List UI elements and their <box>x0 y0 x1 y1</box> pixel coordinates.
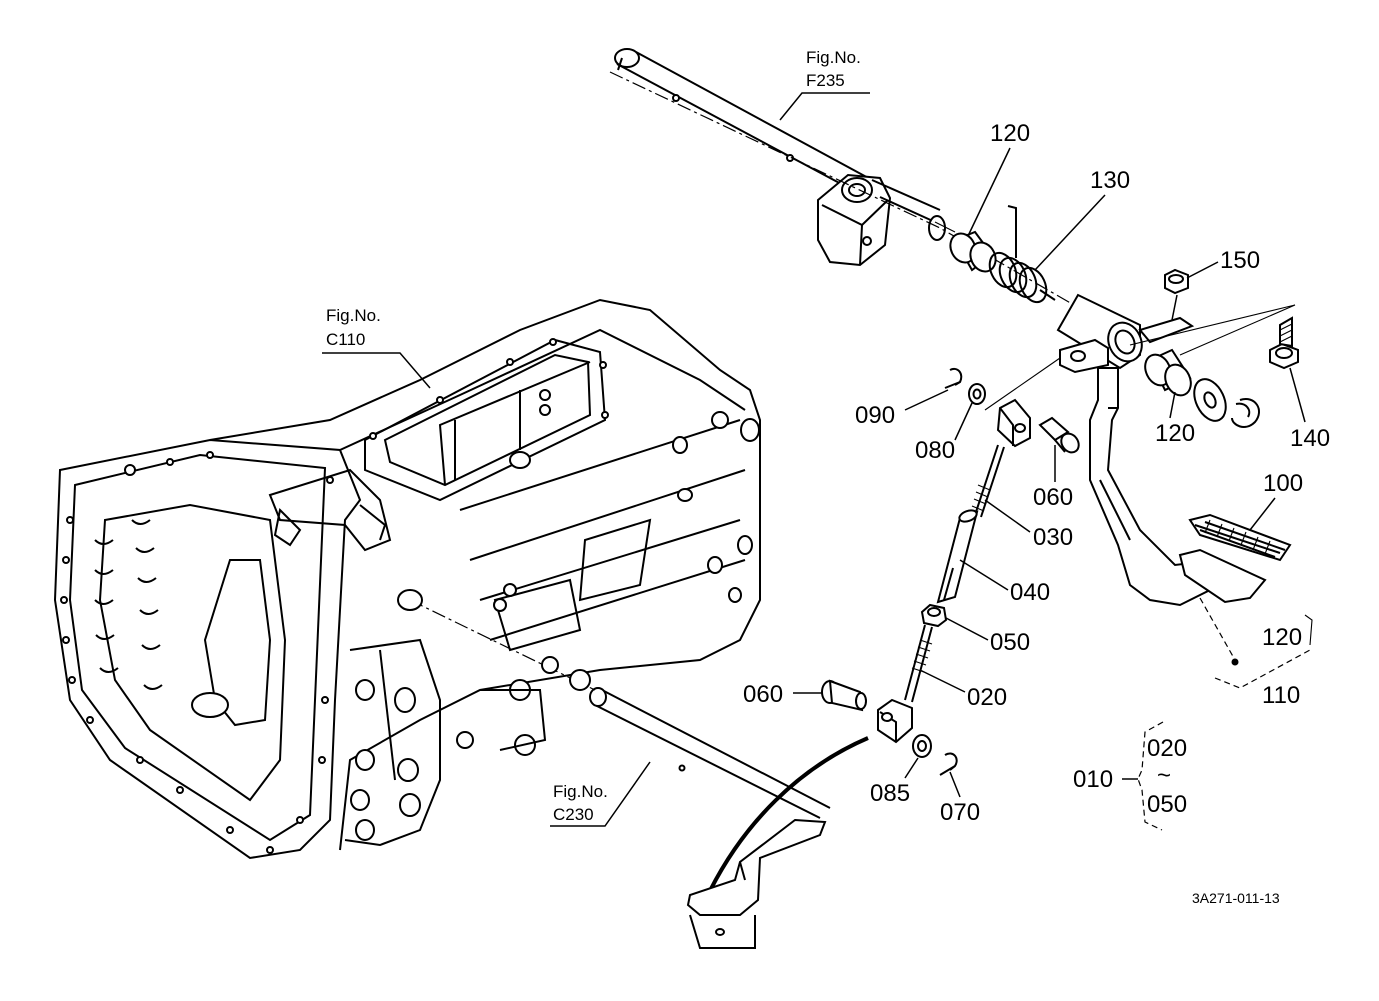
assembly-010-range-end: 050 <box>1147 791 1187 818</box>
callout-090-text: 090 <box>855 402 895 429</box>
callout-050-text: 050 <box>990 629 1030 656</box>
callout-040: 040 <box>959 559 1050 606</box>
lower-clevis <box>877 698 913 744</box>
callout-070: 070 <box>940 771 980 826</box>
callout-060-bottom: 060 <box>743 681 822 708</box>
callout-085-text: 085 <box>870 780 910 807</box>
release-shaft-and-arm <box>589 687 831 949</box>
turnbuckle-part-040 <box>936 509 979 604</box>
callout-120-mid: 120 <box>1155 391 1195 447</box>
callout-140-text: 140 <box>1290 425 1330 452</box>
callout-100-text: 100 <box>1263 470 1303 497</box>
callout-140: 140 <box>1289 367 1330 452</box>
bushing-part-120-mid <box>1144 348 1192 397</box>
callout-070-text: 070 <box>940 799 980 826</box>
clevis-pin-part-060-bottom <box>821 679 867 712</box>
callout-150-text: 150 <box>1220 247 1260 274</box>
cotter-pin-part-070 <box>939 752 958 776</box>
lock-nut-part-050 <box>920 603 948 628</box>
assembly-010-range-mark: ~ <box>1157 762 1171 789</box>
figure-ref-c230-line2: C230 <box>553 805 594 824</box>
pedal-pad-part-100 <box>1178 513 1292 604</box>
figure-ref-f235: Fig.No. F235 <box>779 48 870 121</box>
callout-060-bottom-text: 060 <box>743 681 783 708</box>
callout-060-top-text: 060 <box>1033 484 1073 511</box>
callout-120-mid-text: 120 <box>1155 420 1195 447</box>
threaded-rod-part-030 <box>971 444 1005 518</box>
callout-150: 150 <box>1186 247 1260 279</box>
figure-ref-c230-line1: Fig.No. <box>553 782 608 801</box>
figure-ref-c110: Fig.No. C110 <box>322 306 431 389</box>
callout-110: 110 <box>1262 682 1300 709</box>
return-spring-part-130 <box>988 205 1056 304</box>
callout-030: 030 <box>984 499 1073 551</box>
washer-and-snap-ring <box>1193 378 1260 428</box>
callout-120-top: 120 <box>967 120 1030 237</box>
callout-130: 130 <box>1034 167 1130 271</box>
callout-120-top-text: 120 <box>990 120 1030 147</box>
callout-030-text: 030 <box>1033 524 1073 551</box>
washer-part-085 <box>912 734 932 758</box>
threaded-rod-part-020 <box>904 624 933 703</box>
figure-ref-f235-line2: F235 <box>806 71 845 90</box>
assembly-010-id: 010 <box>1073 766 1113 793</box>
callout-080: 080 <box>915 402 973 464</box>
callout-020-text: 020 <box>967 684 1007 711</box>
figure-ref-f235-line1: Fig.No. <box>806 48 861 67</box>
cotter-pin-part-090 <box>944 368 963 389</box>
callout-130-text: 130 <box>1090 167 1130 194</box>
callout-020: 020 <box>919 669 1007 711</box>
callout-085: 085 <box>870 757 919 807</box>
upper-clevis <box>996 398 1031 448</box>
callout-100: 100 <box>1249 470 1303 531</box>
transmission-case <box>53 298 761 860</box>
bushing-part-120-top <box>949 230 997 273</box>
cross-shaft <box>614 48 956 267</box>
callout-080-text: 080 <box>915 437 955 464</box>
callout-050: 050 <box>945 617 1030 656</box>
assembly-010-range-start: 020 <box>1147 735 1187 762</box>
clutch-release-link-line <box>698 736 869 913</box>
nut-part-150 <box>1164 268 1189 321</box>
callout-110-text: 110 <box>1262 682 1300 709</box>
assembly-010-range: 010 020 ~ 050 <box>1073 721 1187 831</box>
clevis-pin-part-060-top <box>1038 416 1080 454</box>
callout-120-right: 120 <box>1262 624 1302 651</box>
washer-part-080 <box>968 383 986 405</box>
callout-060-top: 060 <box>1033 445 1073 511</box>
figure-ref-c110-line1: Fig.No. <box>326 306 381 325</box>
callout-120-right-text: 120 <box>1262 624 1302 651</box>
drawing-code: 3A271-011-13 <box>1192 890 1280 906</box>
callout-040-text: 040 <box>1010 579 1050 606</box>
bolt-part-140 <box>1269 316 1299 370</box>
figure-ref-c230: Fig.No. C230 <box>550 761 651 827</box>
figure-ref-c110-line2: C110 <box>326 330 365 349</box>
callout-090: 090 <box>855 389 949 429</box>
